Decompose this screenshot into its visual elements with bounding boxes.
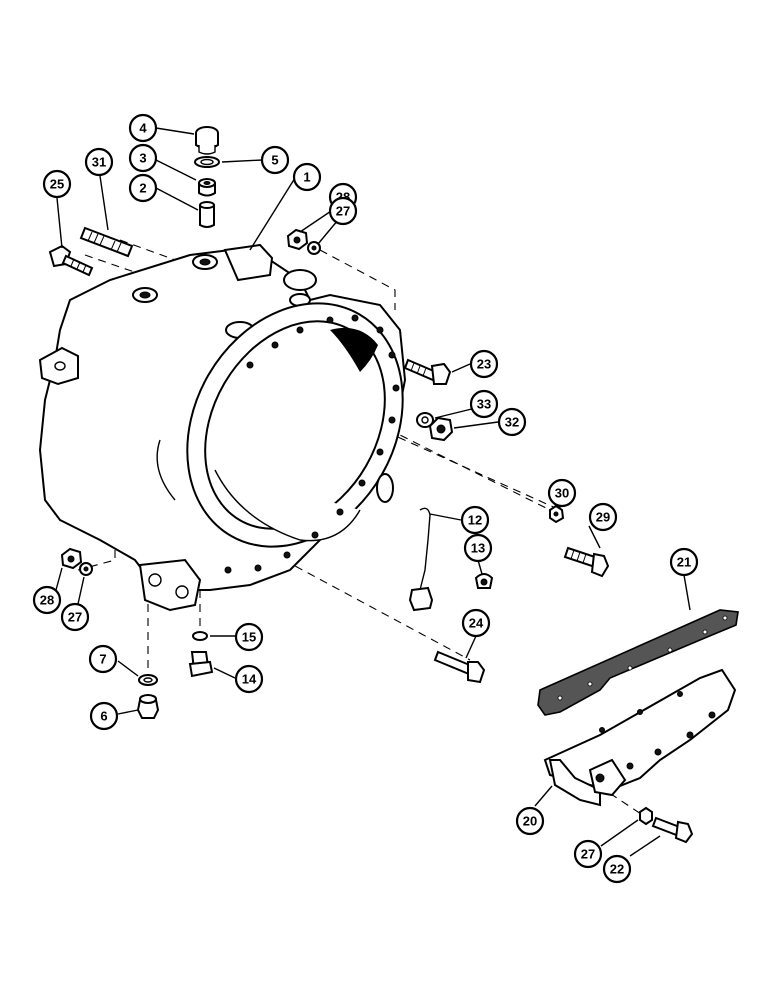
callout-12-label: 12 <box>468 513 482 528</box>
bolt-part-24 <box>433 650 486 684</box>
callout-27-top-label: 27 <box>336 204 350 219</box>
callout-7: 7 <box>88 644 118 674</box>
callout-27-lower-label: 27 <box>68 610 82 625</box>
lockwasher-part-30 <box>549 504 565 524</box>
o-ring-part-7 <box>138 674 158 686</box>
lockwasher-part-33 <box>416 412 434 428</box>
callout-27-lower: 27 <box>60 602 90 632</box>
callout-32-label: 32 <box>505 415 519 430</box>
callout-5-label: 5 <box>271 153 278 168</box>
nut-part-28-top <box>286 228 309 251</box>
callout-14-label: 14 <box>242 672 257 687</box>
callout-31-label: 31 <box>92 155 106 170</box>
plug-part-6 <box>136 694 160 719</box>
callout-29: 29 <box>588 502 618 532</box>
washer-part-5 <box>194 156 220 168</box>
callout-6: 6 <box>89 701 119 731</box>
callout-1: 1 <box>292 162 322 192</box>
callout-21-label: 21 <box>677 555 691 570</box>
flange-bolt-holes <box>224 314 400 574</box>
callout-14: 14 <box>234 664 264 694</box>
gasket-part-21 <box>537 609 739 716</box>
callout-28-lower-label: 28 <box>40 593 54 608</box>
callout-21: 21 <box>669 547 699 577</box>
callout-27-cover: 27 <box>573 839 603 869</box>
dowel-part-2 <box>199 201 215 228</box>
callout-20: 20 <box>515 806 545 836</box>
nut-part-28-lower <box>60 547 83 570</box>
lockwasher-part-27-top <box>307 241 321 255</box>
callout-24: 24 <box>461 608 491 638</box>
callout-30-label: 30 <box>555 486 569 501</box>
callout-3-label: 3 <box>139 151 146 166</box>
callout-27-cover-label: 27 <box>581 847 595 862</box>
callout-3: 3 <box>128 143 158 173</box>
callout-5: 5 <box>260 145 290 175</box>
nut-part-32 <box>428 416 454 442</box>
callout-12: 12 <box>460 505 490 535</box>
leader-lines <box>55 127 691 857</box>
callout-25: 25 <box>42 169 72 199</box>
fitting-part-14 <box>188 651 214 678</box>
lockwasher-part-27-cover <box>639 806 653 826</box>
callout-15-label: 15 <box>242 630 256 645</box>
callout-25-label: 25 <box>50 177 64 192</box>
callout-24-label: 24 <box>469 616 484 631</box>
callout-2: 2 <box>128 173 158 203</box>
callout-33: 33 <box>469 389 499 419</box>
callout-30: 30 <box>547 478 577 508</box>
callout-27-top: 27 <box>328 196 358 226</box>
bolt-part-23 <box>403 358 452 385</box>
callout-32: 32 <box>497 407 527 437</box>
bolt-part-29 <box>563 546 610 578</box>
bolt-part-22 <box>651 816 694 844</box>
callout-22: 22 <box>602 854 632 884</box>
plug-part-4 <box>195 126 219 155</box>
callout-22-label: 22 <box>610 862 624 877</box>
callout-4: 4 <box>128 113 158 143</box>
callout-6-label: 6 <box>100 709 107 724</box>
callout-31: 31 <box>84 147 114 177</box>
callout-1-label: 1 <box>303 170 310 185</box>
callout-29-label: 29 <box>596 510 610 525</box>
tube-part-12 <box>408 507 434 612</box>
clutch-housing <box>38 243 407 612</box>
callout-13-label: 13 <box>471 541 485 556</box>
cover-part-20 <box>543 668 737 807</box>
bolt-part-25 <box>48 244 94 277</box>
callout-2-label: 2 <box>139 181 146 196</box>
callout-4-label: 4 <box>139 121 147 136</box>
callout-33-label: 33 <box>477 397 491 412</box>
callout-13: 13 <box>463 533 493 563</box>
lockwasher-part-27-lower <box>79 562 93 576</box>
spacer-part-3 <box>198 178 216 197</box>
clip-part-13 <box>474 573 494 589</box>
callout-23: 23 <box>469 349 499 379</box>
callout-28-lower: 28 <box>32 585 62 615</box>
callout-7-label: 7 <box>99 652 106 667</box>
callout-20-label: 20 <box>523 814 537 829</box>
o-ring-part-15 <box>192 631 208 641</box>
stud-part-31 <box>79 226 134 258</box>
callout-23-label: 23 <box>477 357 491 372</box>
callout-15: 15 <box>234 622 264 652</box>
